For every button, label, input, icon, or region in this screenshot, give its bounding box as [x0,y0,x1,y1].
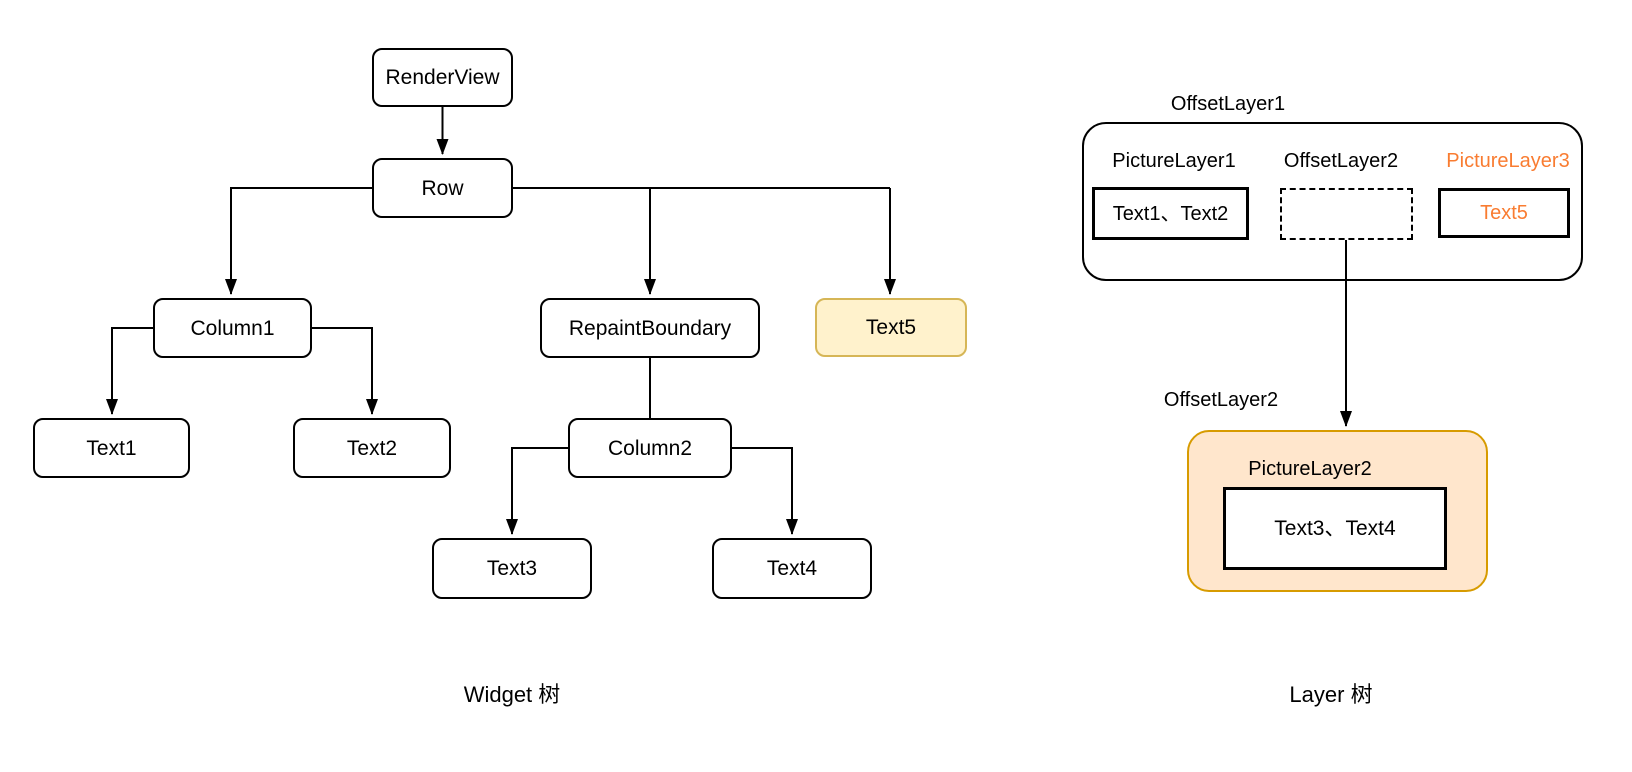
picturelayer3-label: PictureLayer3 [1446,150,1570,172]
layer-tree-caption: Layer 树 [1289,682,1373,707]
edge-column1-text1 [106,327,153,415]
widget-tree-caption: Widget 树 [463,682,561,707]
node-text2: Text2 [293,418,451,478]
node-renderview: RenderView [372,48,513,107]
node-column1: Column1 [153,298,312,358]
node-text3: Text3 [432,538,592,599]
offsetlayer1-title: OffsetLayer1 [1170,93,1286,115]
edge-column2-text4 [732,447,798,535]
offsetlayer2-ref-label: OffsetLayer2 [1283,150,1399,172]
edge-column1-text2 [312,327,378,415]
edge-column2-text3 [506,447,568,535]
node-repaint-boundary: RepaintBoundary [540,298,760,358]
offsetlayer2-title: OffsetLayer2 [1163,389,1279,411]
node-text1: Text1 [33,418,190,478]
picturelayer3-box: Text5 [1438,188,1570,238]
picturelayer2-box: Text3、Text4 [1223,487,1447,570]
node-text5: Text5 [815,298,967,357]
offsetlayer1-container [1082,122,1583,281]
edge-row-column1 [225,187,372,295]
node-text4: Text4 [712,538,872,599]
picturelayer1-box: Text1、Text2 [1092,187,1249,240]
picturelayer2-label: PictureLayer2 [1248,458,1372,480]
node-row: Row [372,158,513,218]
picturelayer1-label: PictureLayer1 [1112,150,1236,172]
node-column2: Column2 [568,418,732,478]
offsetlayer2-placeholder-box [1280,188,1413,240]
